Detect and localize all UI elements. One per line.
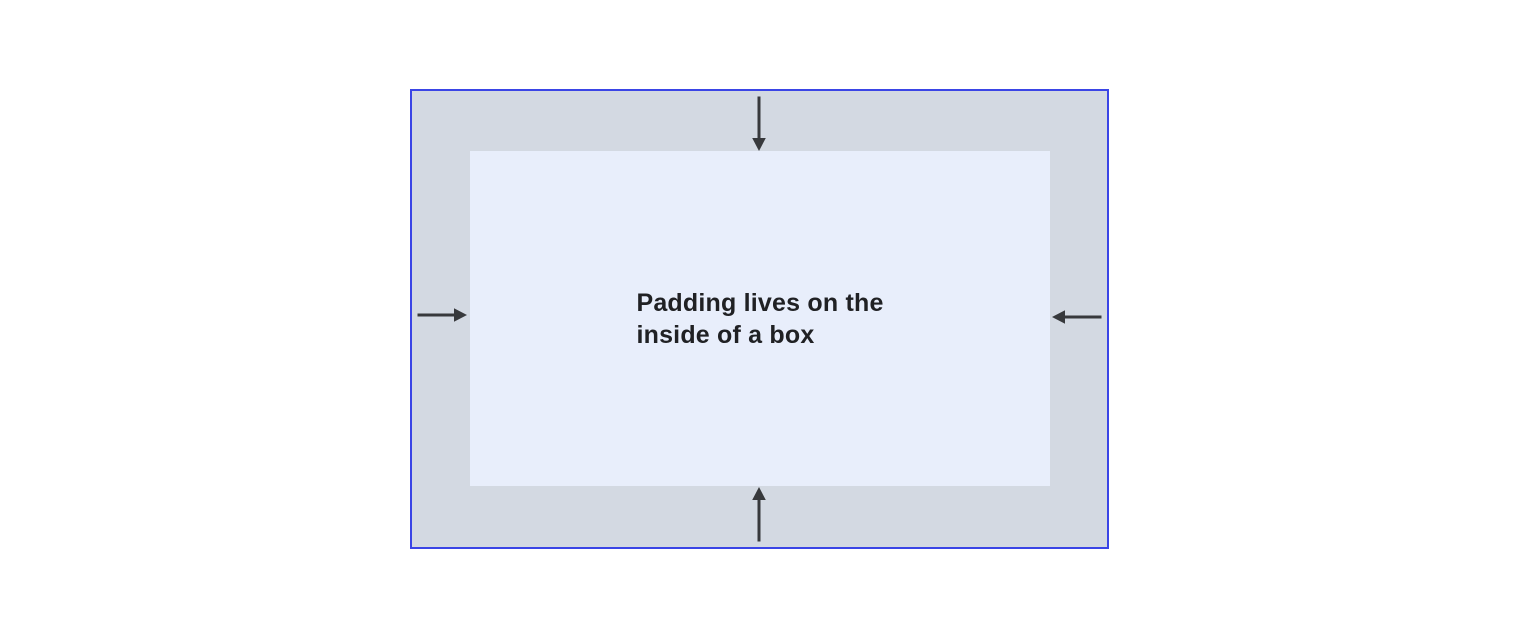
padding-box: Padding lives on the inside of a box — [410, 89, 1109, 549]
caption-line-2: inside of a box — [636, 320, 815, 349]
caption-line-1: Padding lives on the — [636, 288, 884, 317]
caption: Padding lives on the inside of a box — [636, 287, 883, 351]
arrow-left-icon — [1052, 309, 1102, 325]
arrow-right-icon — [417, 307, 467, 323]
arrow-down-icon — [751, 96, 767, 151]
arrow-up-icon — [751, 487, 767, 542]
content-box: Padding lives on the inside of a box — [470, 151, 1050, 486]
